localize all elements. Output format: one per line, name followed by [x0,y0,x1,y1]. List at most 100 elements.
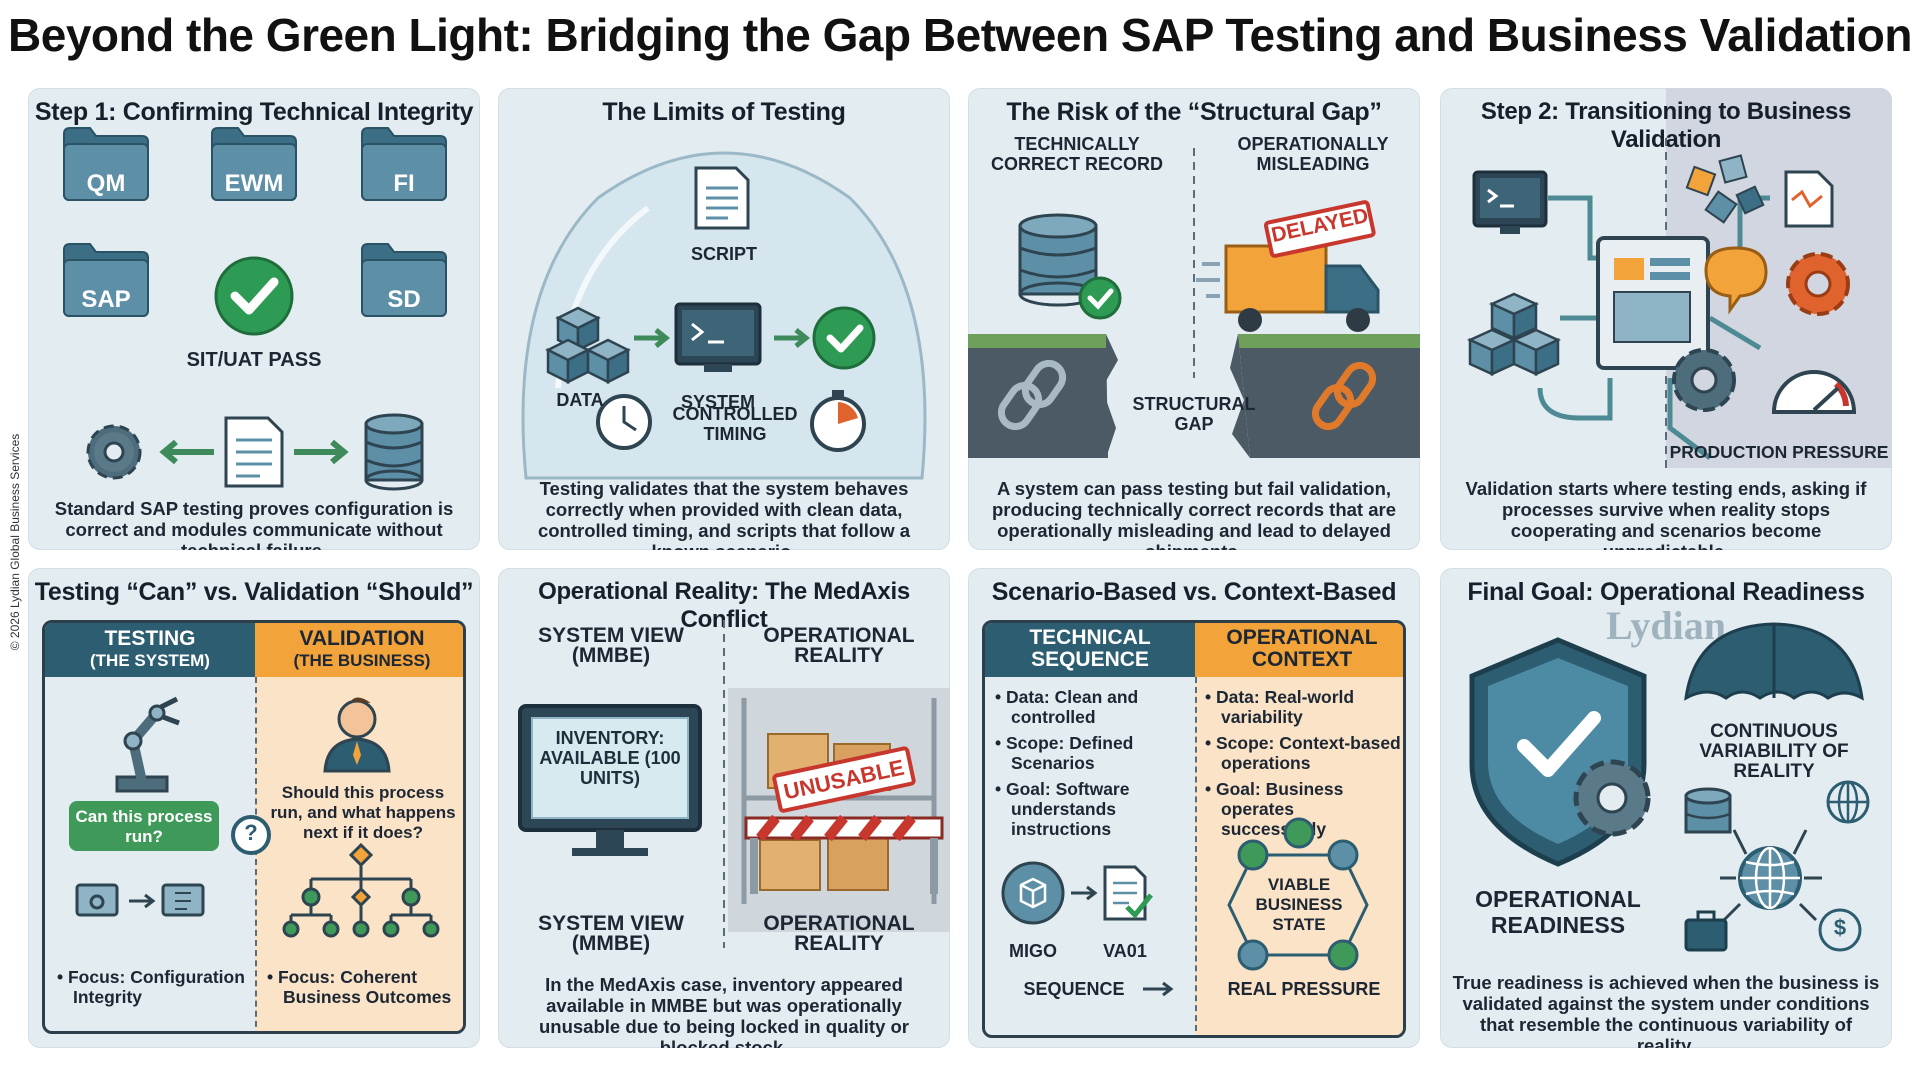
unusable-stamp [772,746,916,813]
flowchart-icon [282,842,440,938]
broken-document-icon [1784,170,1834,228]
panel-caption: True readiness is achieved when the busi… [1452,972,1880,1048]
list-item: • Data: Real-world variability [1205,687,1355,727]
module-label: SD [387,286,421,313]
folder-document-icon [161,883,205,917]
question-mark: ? [244,820,258,845]
folder-gear-icon [75,883,119,917]
medaxis-illustration [518,620,950,948]
panel-title: Final Goal: Operational Readiness [1467,578,1865,606]
script-label: SCRIPT [690,244,757,264]
validation-illustration [1466,138,1857,468]
robot-arm-icon [115,696,180,793]
panel-caption: Standard SAP testing proves configuratio… [54,498,454,550]
copyright-note: © 2026 Lydian Global Business Services [8,433,22,651]
migo-label: MIGO [1009,941,1057,961]
globe-small-icon [1826,780,1870,824]
gear-icon [1573,759,1651,837]
database-icon [364,413,424,491]
list-item: • Scope: Defined Scenarios [995,733,1134,773]
panel-technical-integrity: Step 1: Confirming Technical Integrity [28,88,480,550]
monitor-icon [518,704,702,856]
stopwatch-icon [810,390,866,452]
panel-can-vs-should: Testing “Can” vs. Validation “Should” TE… [28,568,480,1048]
hexagon-network-icon [1227,817,1369,971]
module-label: QM [86,170,126,197]
chain-icon [1311,361,1377,431]
chip-icon [1596,236,1710,370]
globe-icon [1738,846,1802,910]
testing-bubble [521,151,927,480]
database-icon [1684,787,1732,834]
gap-illustration [968,148,1420,458]
panel-title: The Risk of the “Structural Gap” [1006,98,1382,126]
should-question: Should this process run, and what happen… [270,783,456,842]
check-icon [812,306,876,370]
module-label: SAP [81,286,131,313]
dollar-icon [1818,908,1862,952]
module-label: FI [393,170,415,197]
gear-icon [86,424,142,480]
gear-icon [1672,348,1736,412]
pressure-label: PRODUCTION PRESSURE [1669,442,1889,462]
testing-header: TESTING(THE BUSINESS)(THE SYSTEM) [45,623,255,677]
right-label: OPERATIONALLY MISLEADING [1237,134,1389,174]
panel-medaxis-conflict: Operational Reality: The MedAxis Conflic… [498,568,950,1048]
timing-label: CONTROLLED TIMING [672,404,798,444]
gear-icon [1786,252,1850,316]
cube-icon [1001,861,1065,925]
terminal-icon [674,302,762,372]
person-icon [323,697,391,773]
panel-limits-of-testing: The Limits of Testing [498,88,950,550]
document-icon [224,416,284,488]
list-item: • Data: Clean and controlled [995,687,1139,727]
arrow-left-icon [159,439,214,465]
panel-caption: Validation starts where testing ends, as… [1465,478,1867,550]
check-icon [214,256,294,336]
document-icon [694,166,750,230]
panel-caption: A system can pass testing but fail valid… [991,478,1397,550]
delayed-stamp [1263,200,1376,258]
left-focus: • Focus: Configuration Integrity [57,967,245,1007]
gap-label: STRUCTURAL GAP [1132,394,1256,434]
scattered-cubes-icon [1685,154,1765,224]
sequence-icons [1001,817,1369,997]
connector-arrows [1720,829,1822,922]
warehouse-bg [728,688,950,932]
system-label: SYSTEM [680,392,755,412]
viable-state-label: VIABLE BUSINESS STATE [1255,875,1343,934]
arrow-right-icon [294,439,349,465]
panel-operational-readiness: Final Goal: Operational Readiness Lydian [1440,568,1892,1048]
left-label: TECHNICALLY CORRECT RECORD [990,134,1163,174]
real-pressure-label: REAL PRESSURE [1227,979,1381,999]
panel-structural-gap: The Risk of the “Structural Gap” [968,88,1420,550]
gauge-icon [1771,370,1857,414]
panel-caption: In the MedAxis case, inventory appeared … [538,974,910,1048]
panel-title: Scenario-Based vs. Context-Based [991,578,1397,606]
system-view-label-bottom: SYSTEM VIEW (MMBE) [538,912,684,955]
can-badge [69,801,219,851]
question-icon [1704,246,1768,315]
module-label: EWM [224,170,284,197]
inventory-screen-text: INVENTORY: AVAILABLE (100 UNITS) [539,728,681,788]
context-list: • Data: Real-world variability • Scope: … [1205,687,1403,845]
arrow-right-icon [634,328,671,348]
panel-business-validation: Step 2: Transitioning to Business Valida… [1440,88,1892,550]
truck-icon [1196,244,1380,332]
clock-icon [596,394,652,450]
database-icon [1018,213,1098,307]
right-focus: • Focus: Coherent Business Outcomes [267,967,452,1007]
va01-label: VA01 [1103,941,1147,961]
module-folders [63,127,447,491]
umbrella-icon [1684,622,1864,701]
sequence-header: TECHNICAL SEQUENCE [985,623,1195,677]
system-view-label: SYSTEM VIEW (MMBE) [538,624,684,667]
context-header: OPERATIONAL CONTEXT [1195,623,1403,677]
panel-caption: Testing validates that the system behave… [537,478,911,550]
panel-scenario-vs-context: Scenario-Based vs. Context-Based TECHNIC… [968,568,1420,1048]
brand-watermark: Lydian [1605,603,1727,648]
cubes-icon [545,306,631,385]
panel-title: The Limits of Testing [602,98,846,126]
briefcase-icon [1684,910,1728,952]
monitor-icon [1472,170,1548,234]
